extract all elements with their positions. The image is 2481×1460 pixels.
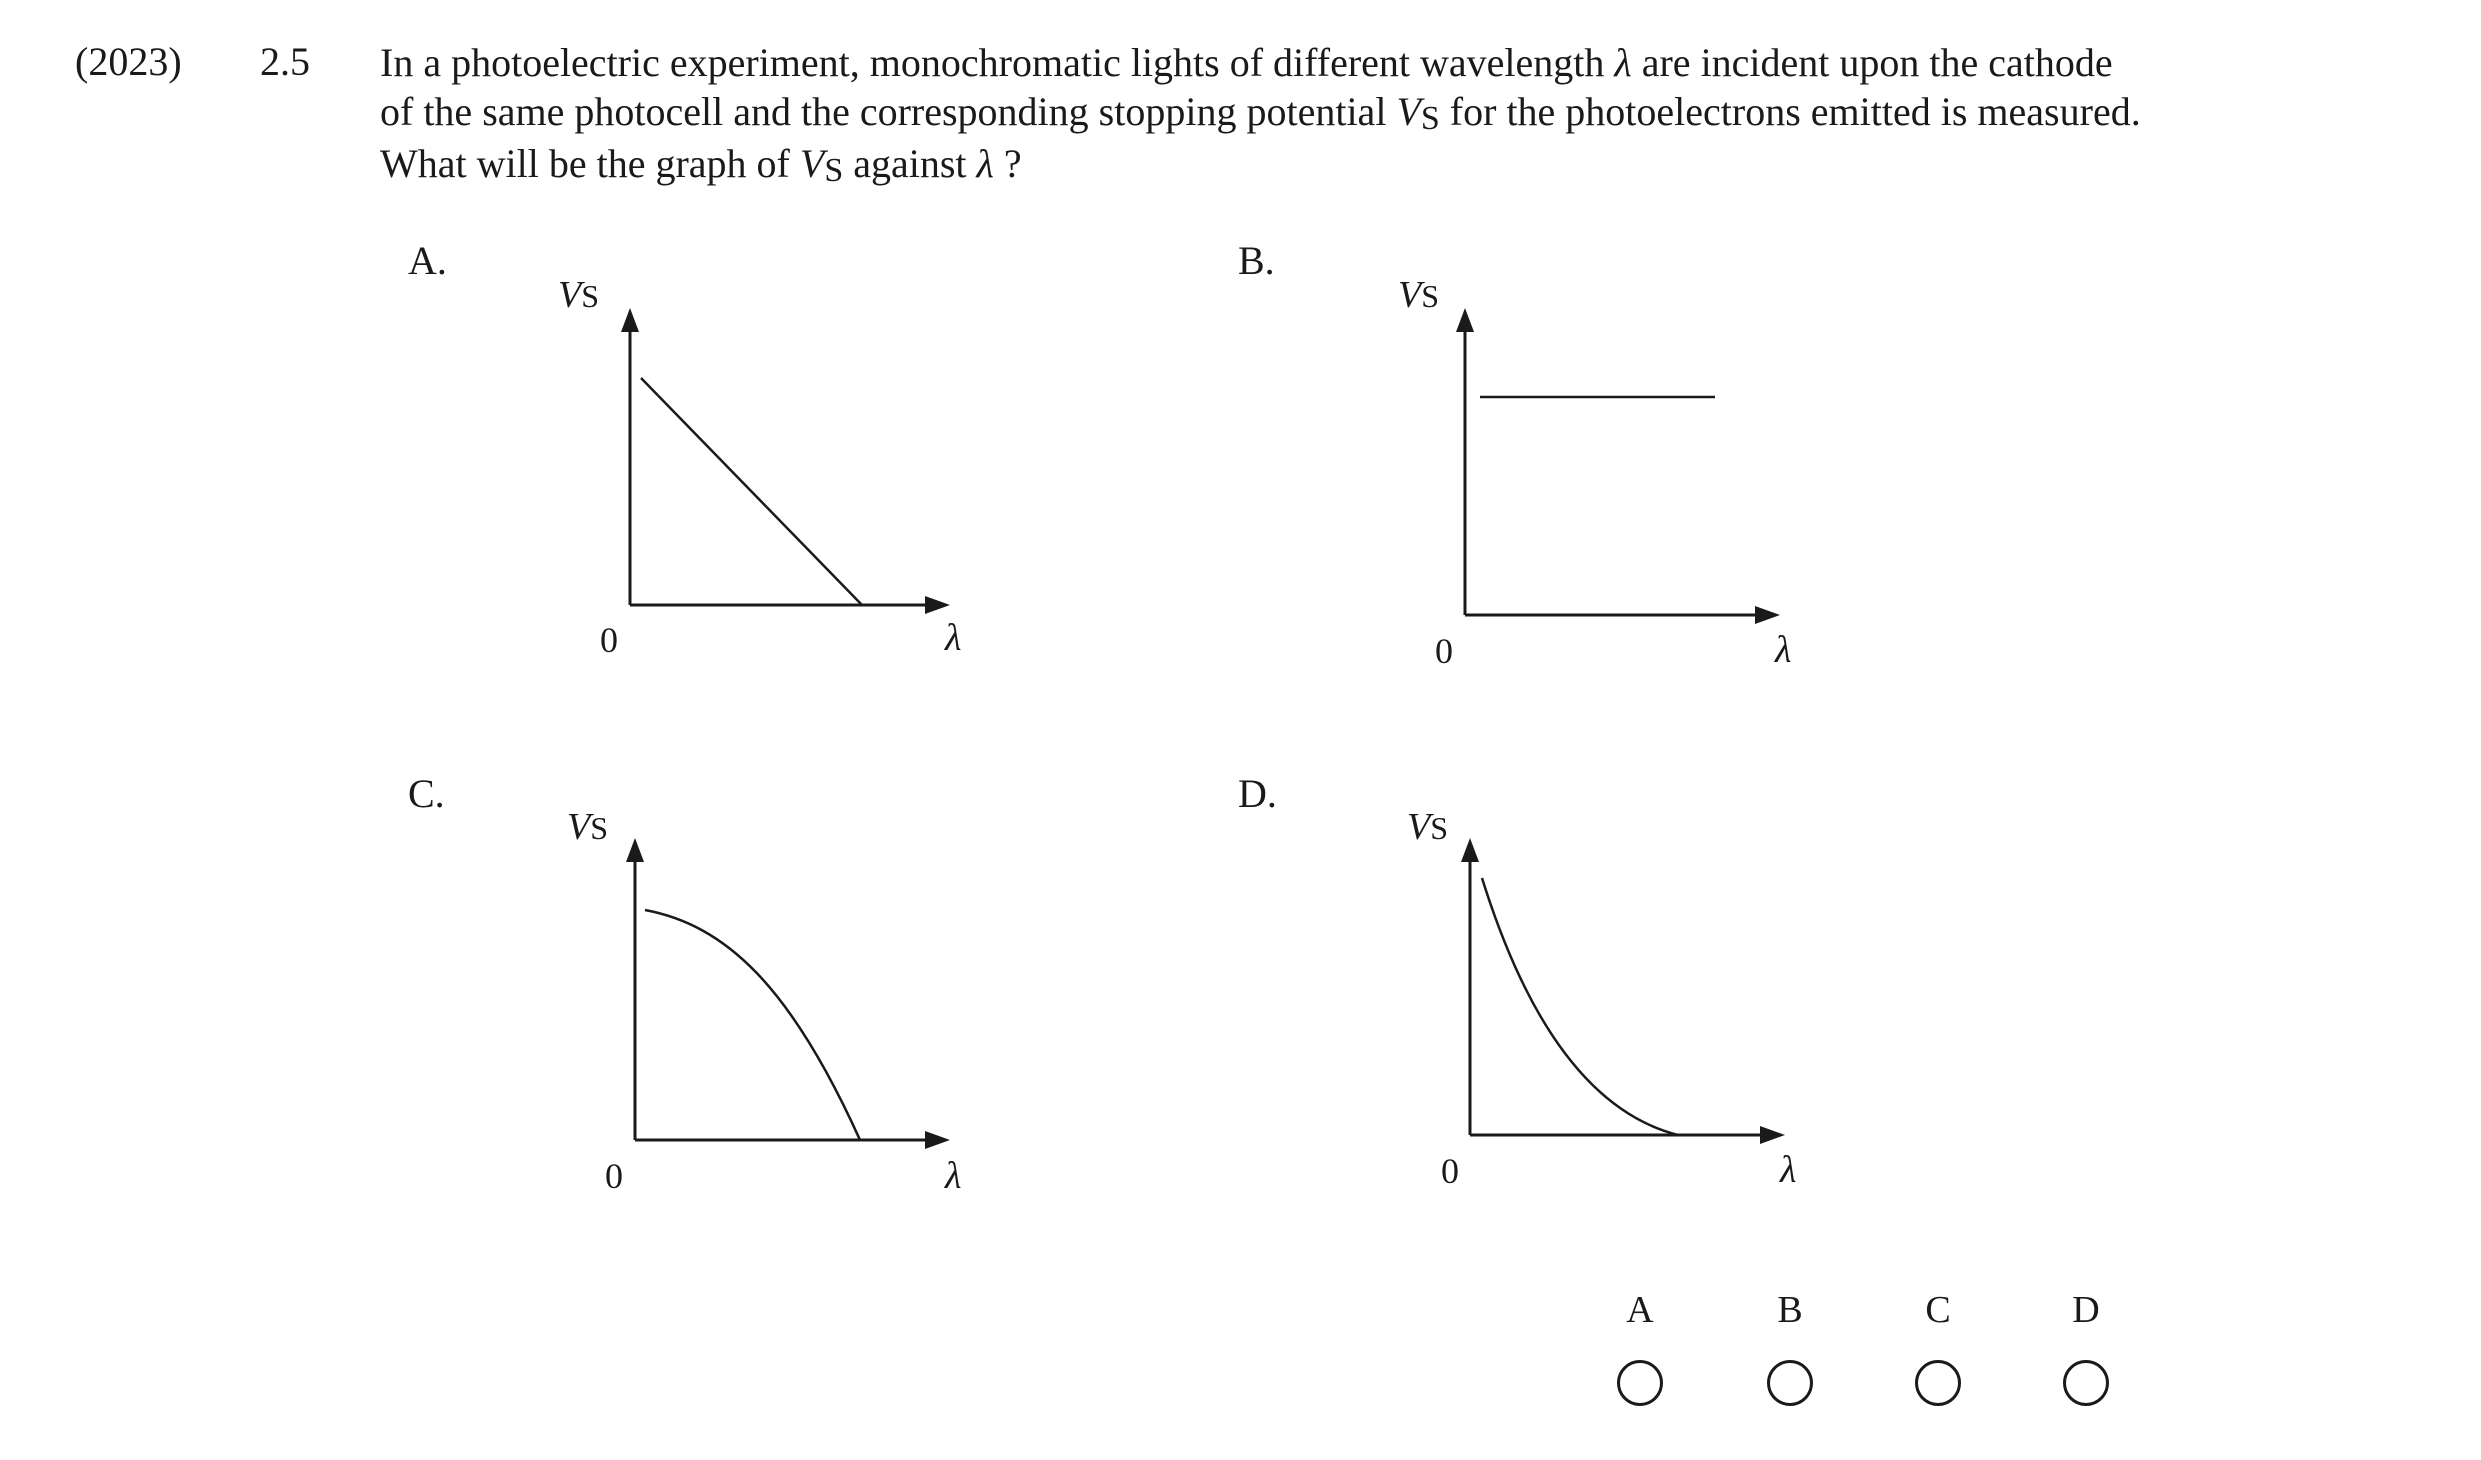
answer-radio-c[interactable] [1915, 1360, 1961, 1406]
answer-label-c: C [1925, 1289, 1951, 1331]
y-axis-arrowhead [1456, 308, 1474, 332]
answer-radio-a[interactable] [1617, 1360, 1663, 1406]
option-b-graph: VS 0 λ [1398, 274, 1791, 671]
answer-radio-d[interactable] [2063, 1360, 2109, 1406]
option-c-letter: C. [408, 771, 445, 816]
x-axis-label: λ [944, 1155, 961, 1197]
answer-choice-a[interactable]: A [1610, 1290, 1670, 1406]
answer-choice-d[interactable]: D [2056, 1290, 2116, 1406]
question-stem: In a photoelectric experiment, monochrom… [380, 38, 2280, 191]
y-axis-arrowhead [1461, 838, 1479, 862]
origin-label: 0 [600, 620, 618, 660]
answer-choice-c[interactable]: C [1908, 1290, 1968, 1406]
x-axis-label: λ [1779, 1149, 1796, 1191]
option-b-letter: B. [1238, 238, 1275, 283]
data-curve [1480, 877, 1679, 1137]
question-year: (2023) [75, 39, 182, 84]
origin-label: 0 [1441, 1151, 1459, 1191]
origin-label: 0 [605, 1156, 623, 1196]
answer-radio-b[interactable] [1767, 1360, 1813, 1406]
x-axis-arrowhead [925, 596, 950, 614]
stem-line-1: In a photoelectric experiment, monochrom… [380, 40, 2113, 85]
data-curve [644, 908, 862, 1141]
origin-label: 0 [1435, 631, 1453, 671]
y-axis-label: VS [1398, 274, 1439, 316]
y-axis-arrowhead [621, 308, 639, 332]
y-axis-label: VS [1407, 806, 1448, 848]
answer-label-a: A [1626, 1289, 1654, 1331]
stem-line-2: of the same photocell and the correspond… [380, 89, 2141, 138]
y-axis-label: VS [567, 806, 608, 848]
option-d-graph: VS 0 λ [1407, 806, 1796, 1191]
option-a-graph: VS 0 λ [558, 274, 961, 660]
answer-choice-b[interactable]: B [1760, 1290, 1820, 1406]
data-line [640, 377, 863, 606]
option-a-letter: A. [408, 238, 447, 283]
option-d-letter: D. [1238, 771, 1277, 816]
x-axis-arrowhead [1760, 1126, 1785, 1144]
x-axis-arrowhead [925, 1131, 950, 1149]
answer-label-d: D [2072, 1289, 2100, 1331]
option-c-graph: VS 0 λ [567, 806, 961, 1197]
answer-choices: A B C D [1610, 1290, 2150, 1430]
answer-label-b: B [1777, 1289, 1803, 1331]
x-axis-label: λ [1774, 629, 1791, 671]
y-axis-arrowhead [626, 838, 644, 862]
y-axis-label: VS [558, 274, 599, 316]
x-axis-arrowhead [1755, 606, 1780, 624]
x-axis-label: λ [944, 617, 961, 659]
question-number: 2.5 [260, 39, 310, 84]
stem-line-3: What will be the graph of VS against λ ? [380, 141, 1022, 190]
